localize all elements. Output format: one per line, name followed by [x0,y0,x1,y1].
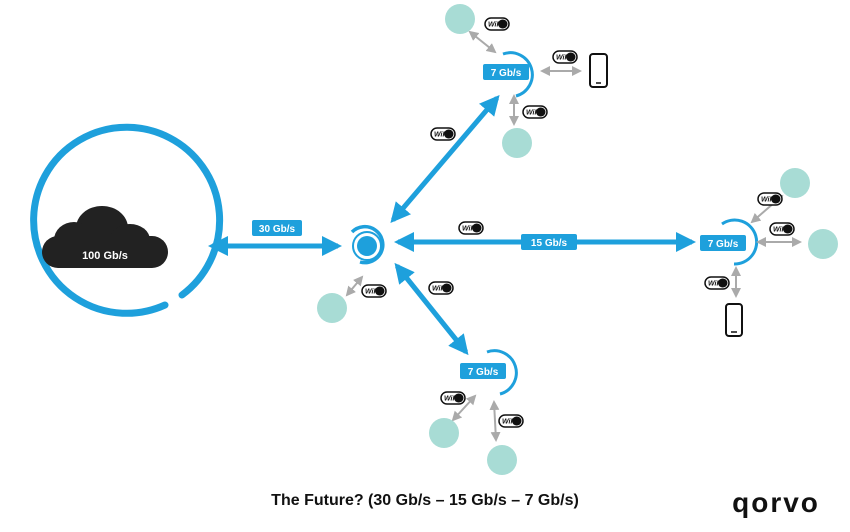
wifi-text: WiFi [462,226,478,233]
link-hub-bottom-arrow [394,262,469,356]
client-arrow [468,30,497,54]
client-device [445,4,475,34]
link-cloud-hub-label: 30 Gb/s [259,224,296,235]
link-hub-right-badge [521,234,577,250]
wifi-icon: WiFi [704,276,730,290]
client-device [780,168,810,198]
wifi-text: WiFi [432,286,448,293]
wifi-icon: WiFi [484,17,510,31]
node-bottom-label: 7 Gb/s [468,367,499,378]
wifi-icon: WiFi [552,50,578,64]
node-top-label: 7 Gb/s [491,68,522,79]
wifi-icon: WiFi [498,414,524,428]
wifi-text: WiFi [502,419,518,426]
wifi-icon: WiFi [458,221,484,235]
node-top: 7 Gb/s [483,51,534,98]
wifi-text: WiFi [444,396,460,403]
qorvo-logo: qorvo [732,488,820,518]
client-device [487,445,517,475]
node-bottom: 7 Gb/s [460,349,518,396]
client-device [317,293,347,323]
client-device [429,418,459,448]
cloud-label: 100 Gb/s [82,250,128,262]
wifi-text: WiFi [488,22,504,29]
smartphone-icon [589,53,608,88]
wifi-text: WiFi [708,281,724,288]
cloud-icon [42,206,168,268]
node-right-label: 7 Gb/s [708,239,739,250]
wifi-text: WiFi [761,197,777,204]
wifi-text: WiFi [556,55,572,62]
cloud-ring [30,123,224,317]
qorvo-logo-text: qorvo [732,488,820,518]
wifi-icon: WiFi [428,281,454,295]
client-arrow [451,394,477,422]
client-arrow [345,275,364,297]
link-hub-right-label: 15 Gb/s [531,238,568,249]
wifi-icon: WiFi [769,222,795,236]
wifi-text: WiFi [365,289,381,296]
wifi-text: WiFi [526,110,542,117]
wifi-icon: WiFi [522,105,548,119]
wifi-icon: WiFi [440,391,466,405]
node-right: 7 Gb/s [700,218,759,266]
client-device [808,229,838,259]
client-arrow [489,400,501,442]
client-device [502,128,532,158]
wifi-icon: WiFi [430,127,456,141]
link-hub-top-arrow [390,94,500,224]
hub-router-icon [350,224,385,265]
wifi-icon: WiFi [757,192,783,206]
wifi-text: WiFi [434,132,450,139]
wifi-icon: WiFi [361,284,387,298]
slide-caption: The Future? (30 Gb/s – 15 Gb/s – 7 Gb/s) [271,492,579,509]
link-cloud-hub-badge [252,220,302,236]
smartphone-icon [725,303,743,337]
wifi-text: WiFi [773,227,789,234]
